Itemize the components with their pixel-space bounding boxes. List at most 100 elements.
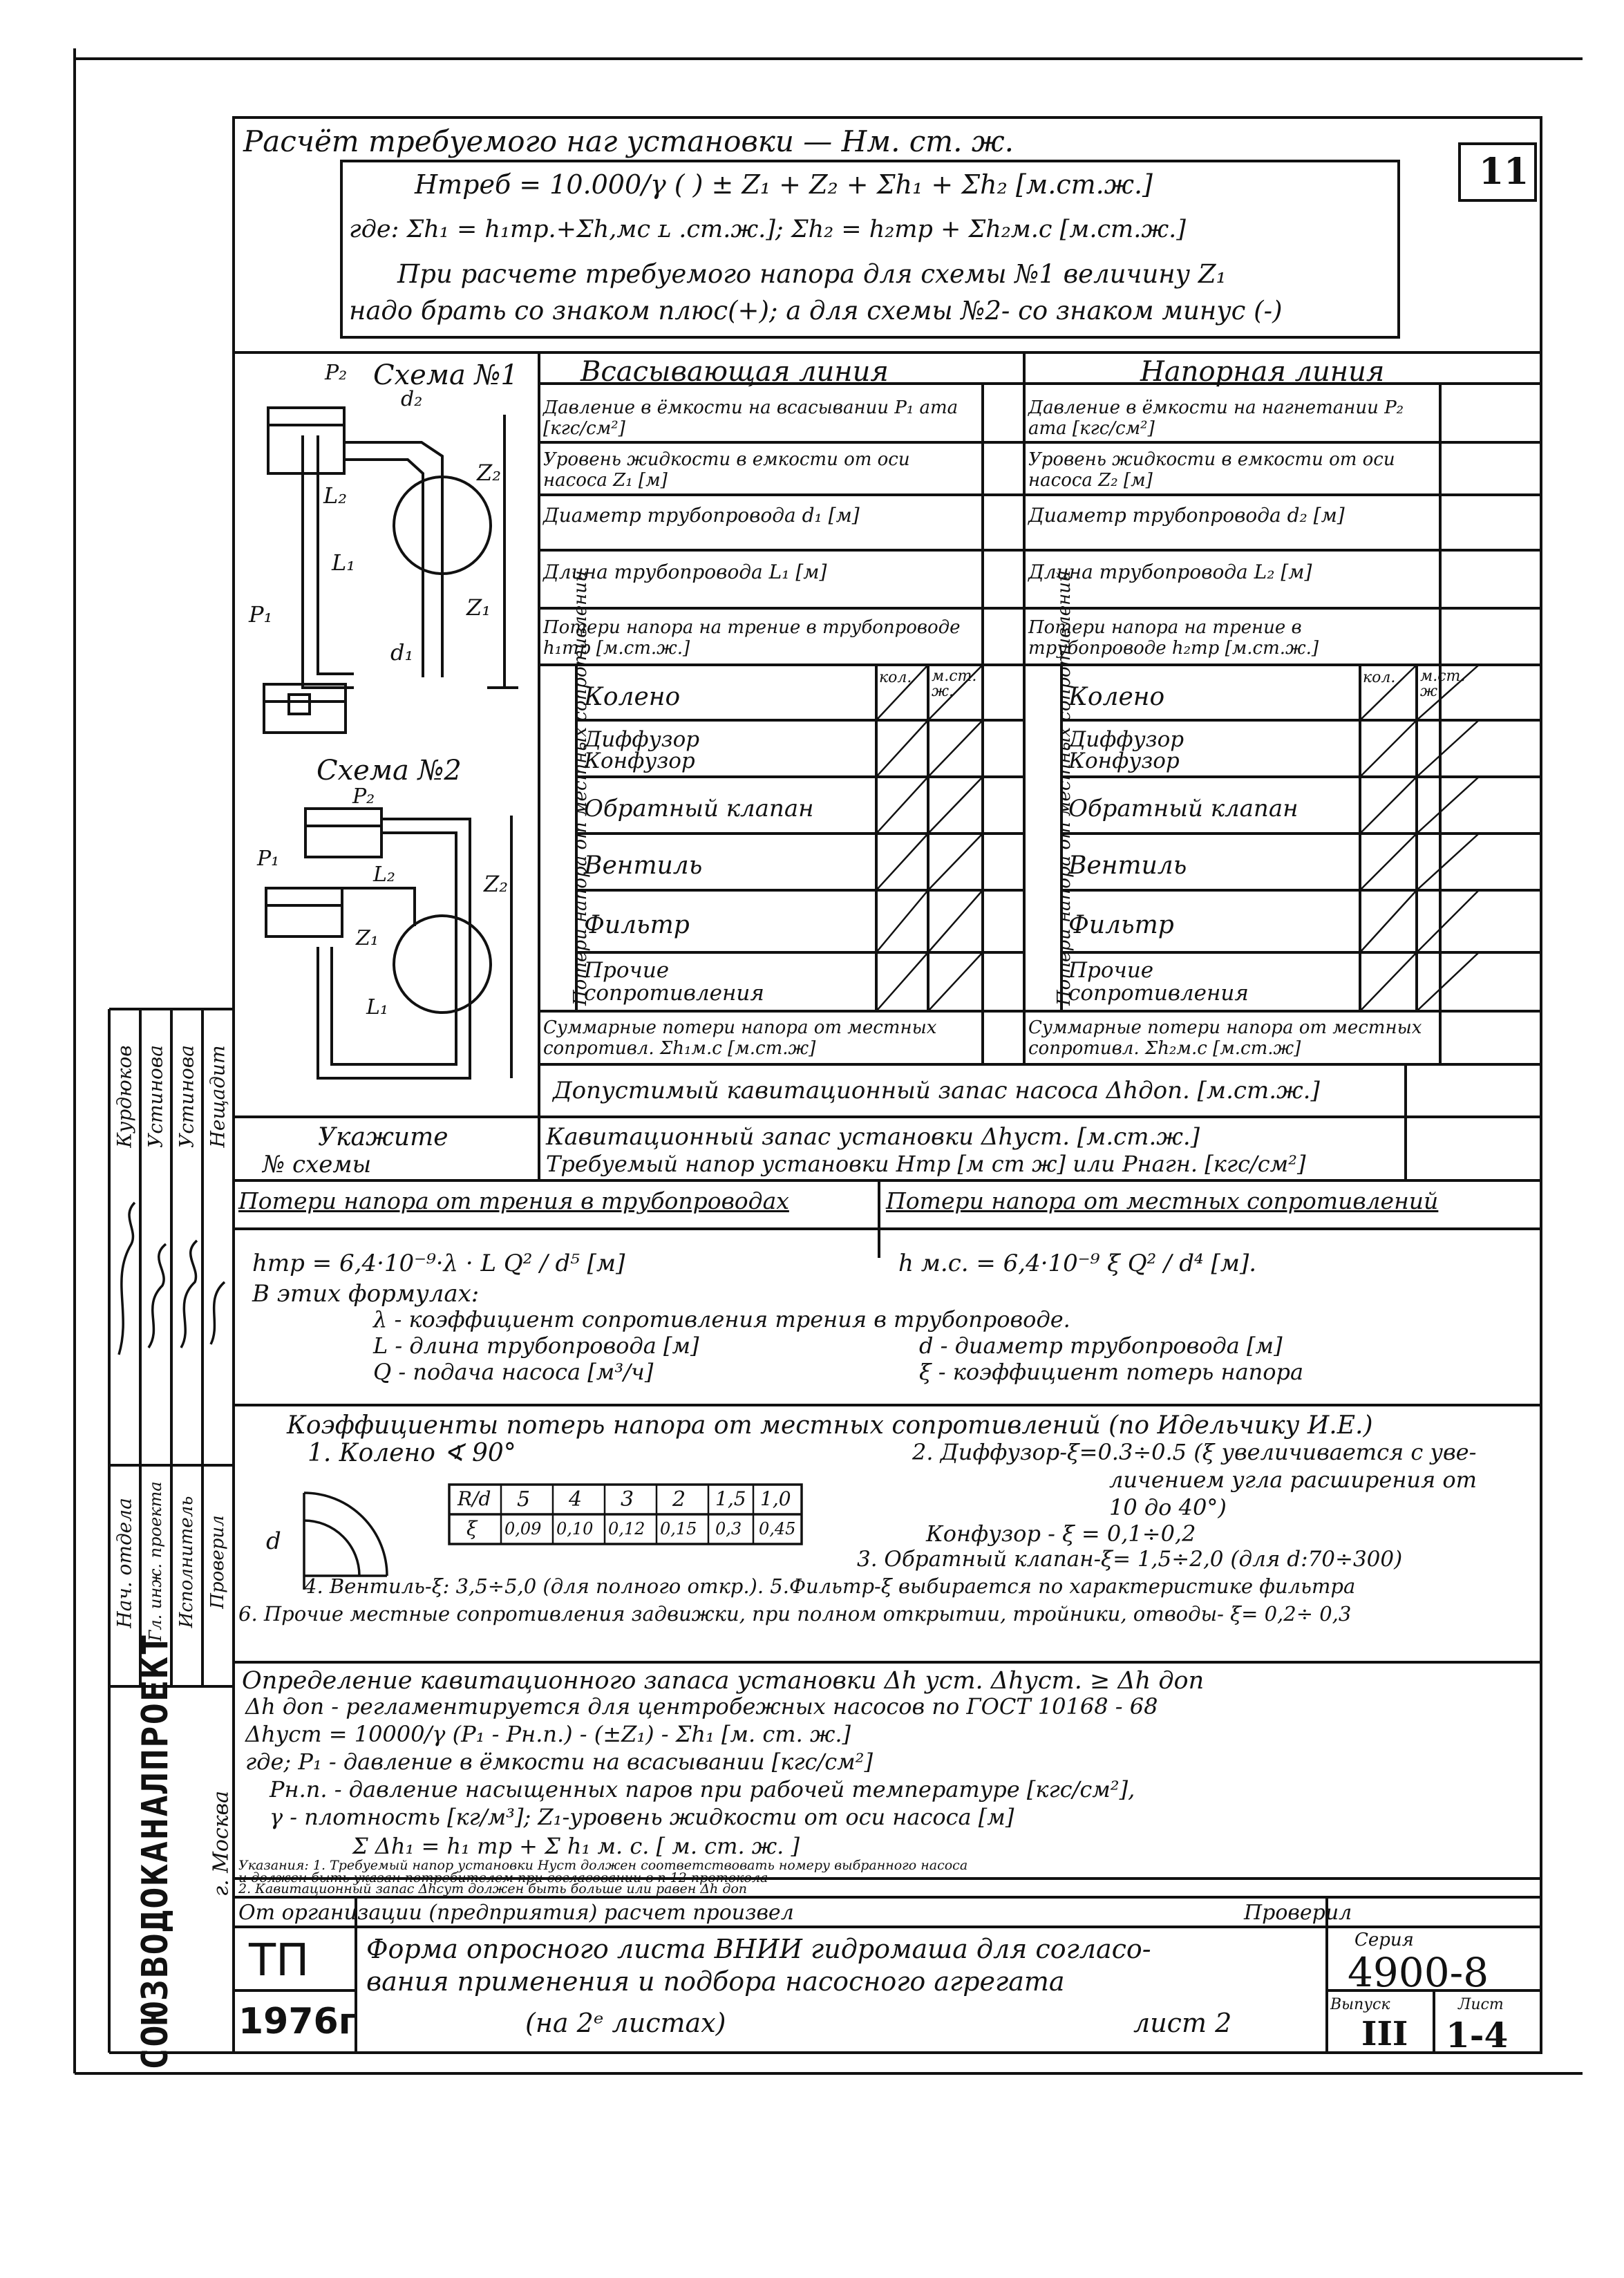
cavitation-line-3: Δhуст = 10000/γ (P₁ - Pн.п.) - (±Z₁) - Σ… [245, 1721, 851, 1747]
checked-by-label: Проверил [1244, 1901, 1352, 1925]
sheet-number: 11 [1479, 151, 1529, 193]
org-calculated-by: От организации (предприятия) расчет прои… [238, 1901, 794, 1925]
suction-item-elbow: Колено [584, 683, 681, 711]
scheme2-label-z2: Z₂ [484, 871, 509, 897]
coef-diffuser-1: 2. Диффузор-ξ=0.3÷0.5 (ξ увеличивается с… [912, 1439, 1477, 1465]
scheme-1-label: Схема №1 [373, 359, 518, 391]
discharge-row-level: Уровень жидкости в емкости от оси насоса… [1028, 449, 1395, 491]
label-d2: d₂ [401, 387, 423, 411]
elbow-xi-value: 0,12 [608, 1519, 645, 1538]
discharge-row-diameter: Диаметр трубопровода d₂ [м] [1028, 504, 1345, 527]
suction-row-friction: Потери напора на трение в трубопроводе h… [543, 617, 961, 659]
formula-required-head: Нтреб = 10.000/γ ( ) ± Z₁ + Z₂ + Σh₁ + Σ… [415, 169, 1153, 200]
sheet-no-value: 1-4 [1446, 2015, 1509, 2055]
label-p1: P₁ [249, 601, 273, 628]
cavitation-installation: Кавитационный запас установки Δhуст. [м.… [546, 1123, 1200, 1151]
coef-others: 6. Прочие местные сопротивления задвижки… [238, 1602, 1352, 1626]
discharge-item-valve: Вентиль [1068, 851, 1187, 880]
elbow-sketch [303, 1483, 803, 1590]
suction-item-other: Прочие сопротивления [584, 958, 764, 1006]
sheet-no-label: Лист [1458, 1996, 1504, 2013]
notes-line-1: Указания: 1. Требуемый напор установки H… [238, 1858, 968, 1873]
discharge-line-title: Напорная линия [1140, 356, 1385, 388]
elbow-rd-value: 4 [569, 1487, 583, 1512]
elbow-rd-value: 2 [672, 1487, 686, 1512]
coef-confuser: Конфузор - ξ = 0,1÷0,2 [926, 1521, 1196, 1547]
discharge-item-elbow: Колено [1068, 683, 1165, 711]
issue-label: Выпуск [1330, 1996, 1390, 2013]
elbow-xi-value: 0,3 [715, 1519, 742, 1538]
sum-suction-local: Суммарные потери напора от местных сопро… [543, 1017, 937, 1059]
elbow-rd-value: 1,0 [760, 1487, 791, 1510]
label-p2: P₂ [325, 361, 348, 385]
discharge-item-diffuser: Диффузор Конфузор [1068, 727, 1184, 773]
label-z1: Z₁ [466, 594, 491, 621]
elbow-table-header-xi: ξ [466, 1517, 478, 1540]
cavitation-line-2: Δh доп - регламентируется для центробежн… [245, 1693, 1158, 1720]
coef-diffuser-2: личением угла расширения от [1109, 1467, 1477, 1493]
suction-row-length: Длина трубопровода L₁ [м] [543, 561, 827, 583]
sum-discharge-local: Суммарные потери напора от местных сопро… [1028, 1017, 1422, 1059]
page-title: Расчёт требуемого наг установки — Нм. ст… [243, 124, 1014, 158]
def-xi: ξ - коэффициент потерь напора [919, 1359, 1304, 1385]
form-title-line-1: Форма опросного листа ВНИИ гидромаша для… [366, 1934, 1151, 1964]
discharge-unit-head: м.ст. ж. [1420, 668, 1466, 700]
discharge-item-other: Прочие сопротивления [1068, 958, 1249, 1006]
suction-item-check-valve: Обратный клапан [584, 795, 814, 822]
scheme2-label-p1: P₁ [257, 847, 280, 871]
suction-item-diffuser: Диффузор Конфузор [584, 727, 700, 773]
discharge-unit-count: кол. [1363, 669, 1396, 686]
elbow-rd-value: 5 [517, 1487, 531, 1512]
elbow-xi-value: 0,45 [759, 1519, 796, 1538]
suction-unit-count: кол. [879, 669, 912, 686]
issue-number: III [1361, 2015, 1408, 2053]
in-formulas-label: В этих формулах: [252, 1280, 480, 1308]
def-diameter: d - диаметр трубопровода [м] [919, 1333, 1283, 1359]
scheme-2-drawing [265, 807, 513, 1080]
label-l2: L₂ [323, 482, 348, 509]
cavitation-line-1: Определение кавитационного запаса устано… [242, 1667, 1205, 1695]
discharge-row-pressure: Давление в ёмкости на нагнетании P₂ ата … [1028, 397, 1404, 439]
series-number: 4900-8 [1348, 1949, 1489, 1996]
specify-label: Укажите [318, 1123, 449, 1151]
suction-row-pressure: Давление в ёмкости на всасывании P₁ ата … [543, 397, 959, 439]
friction-formula: hтр = 6,4·10⁻⁹·λ · L Q² / d⁵ [м] [252, 1250, 625, 1277]
elbow-xi-value: 0,15 [660, 1519, 697, 1538]
def-flow: Q - подача насоса [м³/ч] [373, 1359, 654, 1385]
elbow-rd-value: 1,5 [715, 1487, 746, 1510]
discharge-row-length: Длина трубопровода L₂ [м] [1028, 561, 1312, 583]
formula-losses-definition: где: Σh₁ = h₁тр.+Σh,мс ʟ .ст.ж.]; Σh₂ = … [349, 216, 1186, 243]
suction-item-valve: Вентиль [584, 851, 703, 880]
label-l1: L₁ [332, 549, 356, 576]
coef-valve-filter: 4. Вентиль-ξ: 3,5÷5,0 (для полного откр.… [304, 1574, 1356, 1598]
coef-elbow: 1. Колено ∢ 90° [308, 1439, 516, 1467]
sheet-label: лист 2 [1133, 2008, 1232, 2038]
coef-check-valve: 3. Обратный клапан-ξ= 1,5÷2,0 (для d:70÷… [857, 1547, 1403, 1572]
scheme-2-label: Схема №2 [317, 755, 462, 787]
elbow-d-label: d [266, 1527, 281, 1555]
tp-label: ТП [249, 1935, 310, 1986]
discharge-item-filter: Фильтр [1068, 911, 1174, 939]
suction-row-level: Уровень жидкости в емкости от оси насоса… [543, 449, 910, 491]
scheme2-label-p2: P₂ [352, 784, 375, 809]
cavitation-line-6: γ - плотность [кг/м³]; Z₁-уровень жидкос… [270, 1804, 1014, 1830]
coefficients-title: Коэффициенты потерь напора от местных со… [287, 1411, 1373, 1440]
cavitation-line-5: Pн.п. - давление насыщенных паров при ра… [270, 1776, 1135, 1802]
elbow-table-header-rd: R/d [457, 1487, 491, 1510]
note-sign-z1-line2: надо брать со знаком плюс(+); а для схем… [349, 296, 1283, 326]
series-label: Серия [1354, 1930, 1414, 1950]
scheme2-label-l2: L₂ [373, 863, 395, 887]
label-d1: d₁ [390, 639, 414, 666]
required-head: Требуемый напор установки Hтр [м ст ж] и… [546, 1151, 1306, 1177]
label-z2: Z₂ [477, 460, 502, 486]
scheme-1-drawing [263, 406, 518, 734]
allowable-npsh: Допустимый кавитационный запас насоса Δh… [553, 1077, 1320, 1104]
def-length: L - длина трубопровода [м] [373, 1333, 699, 1359]
friction-losses-title: Потери напора от трения в трубопроводах [238, 1187, 789, 1214]
def-lambda: λ - коэффициент сопротивления трения в т… [373, 1306, 1070, 1333]
discharge-item-check-valve: Обратный клапан [1068, 795, 1299, 822]
elbow-xi-value: 0,10 [556, 1519, 594, 1538]
coef-diffuser-3: 10 до 40°) [1109, 1494, 1227, 1521]
